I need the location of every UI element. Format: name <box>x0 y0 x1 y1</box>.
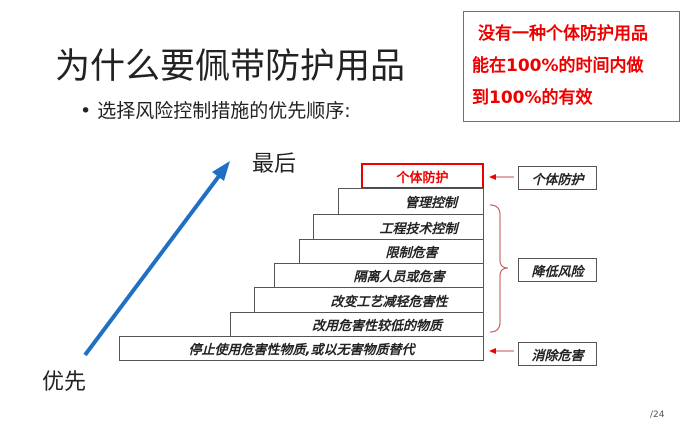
note-line: 没有一种个体防护用品 <box>478 24 648 44</box>
priority-arrow <box>83 170 224 357</box>
bullet-text: • 选择风险控制措施的优先顺序: <box>80 100 351 122</box>
step: 限制危害 <box>299 239 484 264</box>
step: 改用危害性较低的物质 <box>230 312 484 337</box>
label-last: 最后 <box>252 152 297 177</box>
label-first: 优先 <box>42 370 87 395</box>
note-line: 到100%的有效 <box>472 88 593 108</box>
arrow-head-icon <box>212 161 230 181</box>
category-eliminate: 消除危害 <box>518 342 597 366</box>
page-number: /24 <box>650 410 665 420</box>
step: 工程技术控制 <box>313 214 484 240</box>
category-reduce-risk: 降低风险 <box>518 258 597 282</box>
note-line: 能在100%的时间内做 <box>472 56 644 76</box>
step: 停止使用危害性物质,或以无害物质替代 <box>119 336 484 361</box>
category-ppe: 个体防护 <box>518 166 597 190</box>
step: 隔离人员或危害 <box>274 263 484 288</box>
note-box: 没有一种个体防护用品 能在100%的时间内做 到100%的有效 <box>463 11 680 122</box>
page-title: 为什么要佩带防护用品 <box>55 47 406 87</box>
brace <box>489 204 509 333</box>
step: 管理控制 <box>338 188 484 215</box>
step-ppe: 个体防护 <box>361 163 484 189</box>
step: 改变工艺减轻危害性 <box>254 287 484 313</box>
